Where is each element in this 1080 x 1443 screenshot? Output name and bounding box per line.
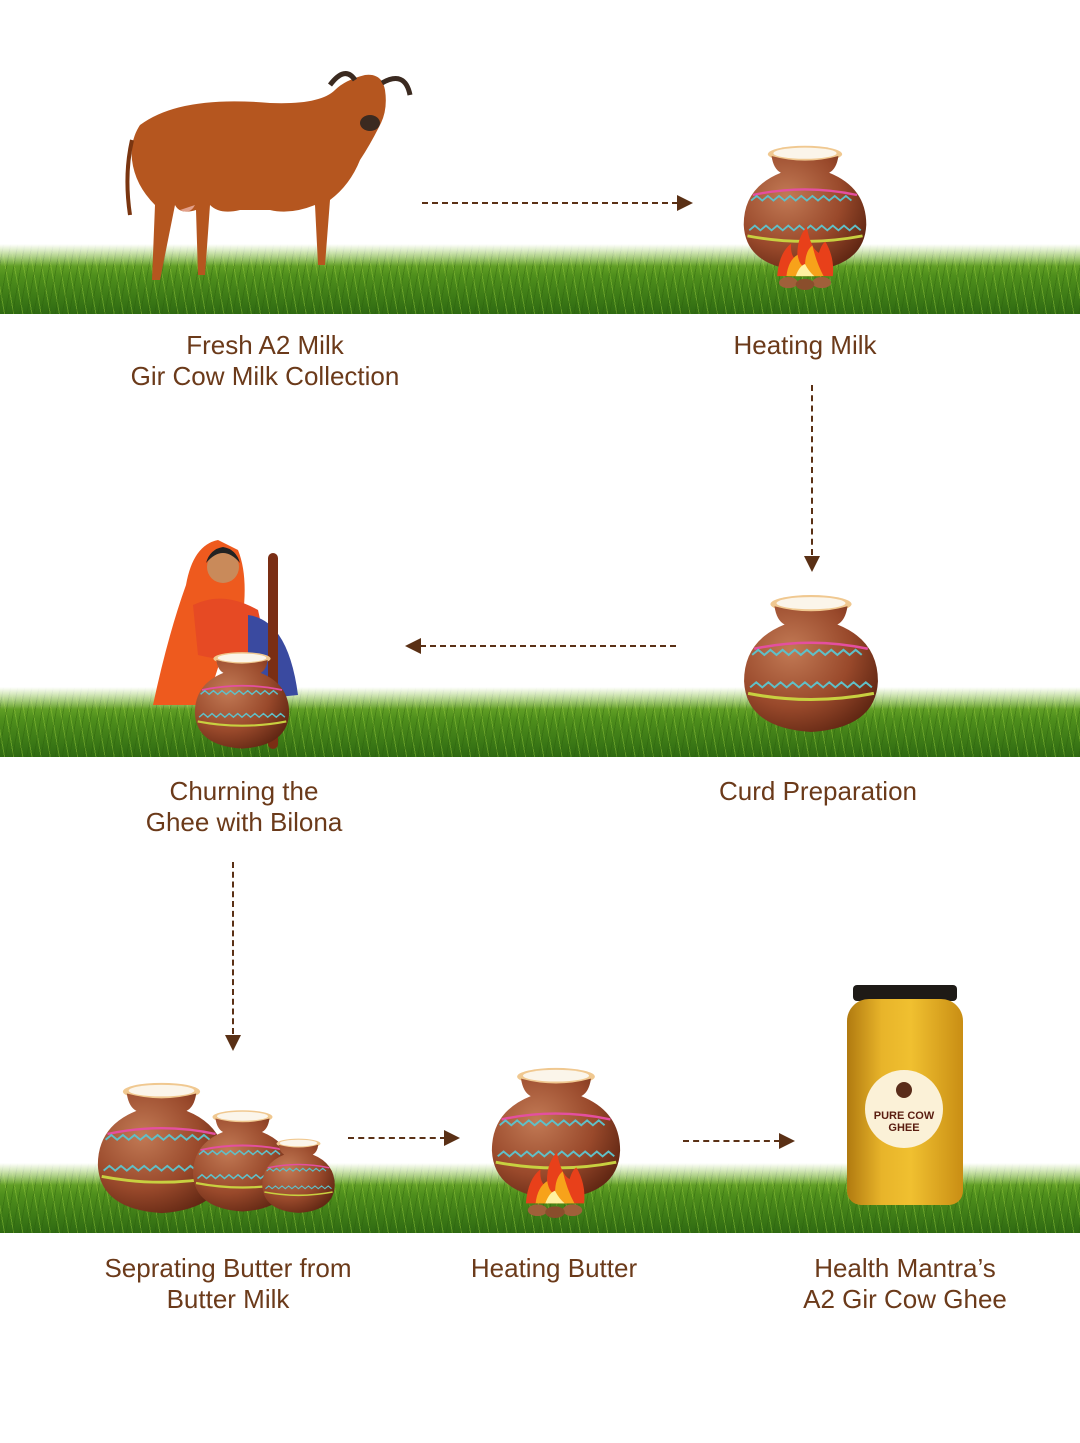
arrow-head-right-icon (677, 195, 693, 211)
curd-pot-illustration (740, 592, 882, 734)
label-line: Churning the (169, 776, 319, 806)
brand-seal-icon (896, 1082, 912, 1098)
arrow-head-down-icon (804, 556, 820, 572)
label-line: Heating Butter (470, 1253, 638, 1283)
label-line: Heating Milk (733, 330, 877, 360)
bilona-pot-illustration (192, 650, 292, 750)
arrow-step6-to-7 (683, 1140, 780, 1142)
label-line: A2 Gir Cow Ghee (803, 1284, 1007, 1314)
step-label-heating-milk: Heating Milk (733, 330, 876, 361)
arrow-step5-to-6 (348, 1137, 446, 1139)
fire-icon (515, 1150, 595, 1218)
grass-strip-1 (0, 244, 1080, 314)
arrow-head-right-icon (444, 1130, 460, 1146)
arrow-head-right-icon (779, 1133, 795, 1149)
label-line: Gir Cow Milk Collection (130, 361, 400, 391)
arrow-step3-to-4 (420, 645, 676, 647)
ghee-jar-illustration: PURE COW GHEE (845, 985, 965, 1207)
arrow-step1-to-2 (422, 202, 678, 204)
step-label-separating: Seprating Butter from Butter Milk (104, 1253, 351, 1315)
jar-label-line: PURE COW (873, 1110, 935, 1122)
arrow-head-left-icon (405, 638, 421, 654)
jar-label: PURE COW GHEE (865, 1070, 943, 1148)
step-label-churning: Churning the Ghee with Bilona (146, 776, 343, 838)
gir-cow-illustration (125, 71, 413, 280)
step-label-heating-butter: Heating Butter (471, 1253, 637, 1284)
jar-lid (853, 985, 957, 1001)
step-label-final-product: Health Mantra’s A2 Gir Cow Ghee (803, 1253, 1007, 1315)
arrow-step2-to-3 (811, 385, 813, 555)
arrow-step4-to-5 (232, 862, 234, 1034)
step-label-curd: Curd Preparation (719, 776, 917, 807)
step-label-milk-collection: Fresh A2 Milk Gir Cow Milk Collection (131, 330, 400, 392)
label-line: Health Mantra’s (814, 1253, 996, 1283)
label-line: Ghee with Bilona (145, 807, 343, 837)
fire-icon (765, 225, 845, 290)
label-line: Seprating Butter from (104, 1253, 352, 1283)
butter-pot-small (260, 1137, 337, 1214)
label-line: Fresh A2 Milk (186, 330, 344, 360)
jar-label-line: GHEE (888, 1122, 920, 1134)
arrow-head-down-icon (225, 1035, 241, 1051)
label-line: Curd Preparation (719, 776, 917, 806)
label-line: Butter Milk (166, 1284, 290, 1314)
